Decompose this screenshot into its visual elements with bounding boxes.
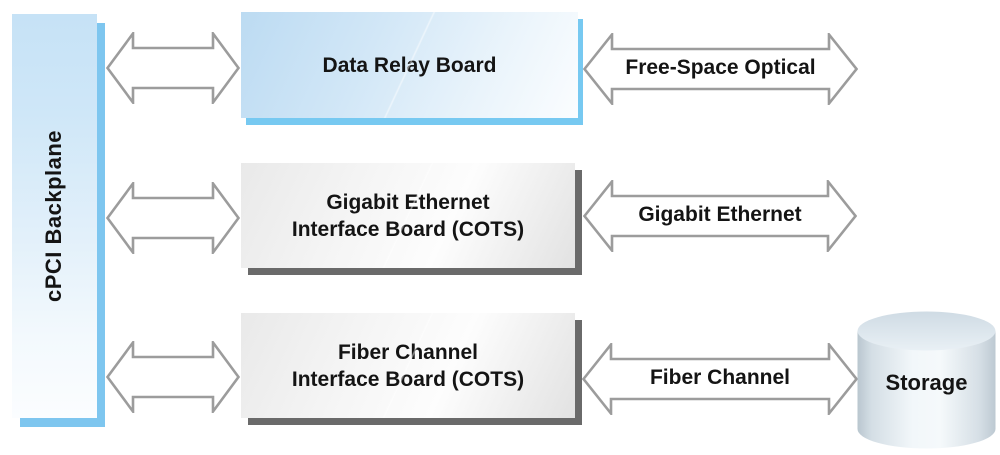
board-data-relay: Data Relay Board xyxy=(241,12,578,118)
board-label-line2: Interface Board (COTS) xyxy=(291,217,525,241)
arrow-fiber-channel: Fiber Channel xyxy=(582,343,858,415)
double-arrow-icon xyxy=(583,180,857,252)
arrow-free-space-optical: Free-Space Optical xyxy=(583,33,858,105)
double-arrow-icon xyxy=(106,182,240,254)
double-arrow-icon xyxy=(106,32,240,104)
arrow-backplane-data-relay xyxy=(106,32,240,104)
board-fiber-channel: Fiber Channel Interface Board (COTS) xyxy=(241,313,575,418)
backplane-box: cPCI Backplane xyxy=(12,14,97,418)
backplane-label: cPCI Backplane xyxy=(41,129,67,303)
storage-cylinder: Storage xyxy=(856,310,997,450)
board-gigabit-ethernet: Gigabit Ethernet Interface Board (COTS) xyxy=(241,163,575,268)
storage-label: Storage xyxy=(885,370,968,395)
board-label-line1: Gigabit Ethernet xyxy=(326,190,490,214)
double-arrow-icon xyxy=(582,343,858,415)
double-arrow-icon xyxy=(583,33,858,105)
arrow-backplane-gigabit xyxy=(106,182,240,254)
link-label-free-space-optical: Free-Space Optical xyxy=(625,56,816,79)
link-label-fiber-channel: Fiber Channel xyxy=(649,366,791,389)
arrow-gigabit-ethernet: Gigabit Ethernet xyxy=(583,180,857,252)
board-label-line2: Interface Board (COTS) xyxy=(291,367,525,391)
board-label: Data Relay Board xyxy=(322,53,497,77)
arrow-backplane-fiber xyxy=(106,341,240,413)
board-label-line1: Fiber Channel xyxy=(337,340,479,364)
link-label-gigabit-ethernet: Gigabit Ethernet xyxy=(638,203,802,226)
cylinder-icon xyxy=(857,311,996,449)
double-arrow-icon xyxy=(106,341,240,413)
